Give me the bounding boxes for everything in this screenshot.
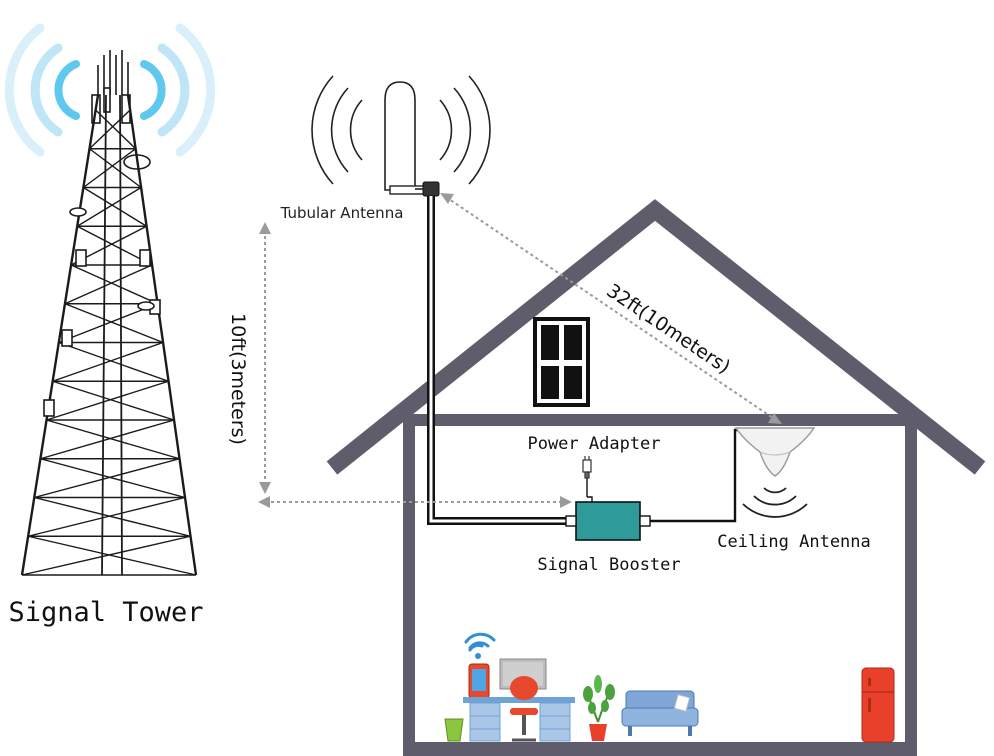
tower-brace	[64, 303, 164, 344]
tower-brace	[52, 341, 164, 382]
tower-brace	[40, 419, 175, 460]
signal-booster: Signal Booster	[537, 501, 681, 575]
ceiling-antenna-waves	[742, 487, 808, 518]
tower-brace	[70, 264, 158, 305]
outdoor-cable-inner	[429, 196, 568, 523]
dimension-arrowheads	[258, 193, 782, 508]
tower-brace	[58, 303, 158, 344]
fridge-icon	[861, 667, 895, 743]
signal-tower-icon	[20, 50, 198, 576]
tower-signal-waves-icon	[4, 23, 216, 157]
trash-bin-icon	[444, 718, 464, 742]
tower-brace	[46, 419, 180, 460]
tower-brace	[21, 535, 191, 576]
tower-brace	[27, 535, 197, 576]
tubular-antenna-label: Tubular Antenna	[280, 204, 404, 222]
antenna-wave-arcs	[311, 75, 491, 185]
ceiling-antenna: Ceiling Antenna	[717, 427, 871, 552]
tower-brace	[40, 458, 186, 499]
tower-brace	[34, 458, 180, 499]
tower-brace	[46, 380, 169, 421]
dimension-lines	[264, 196, 777, 503]
wifi-icon	[464, 632, 496, 659]
house-wall	[403, 414, 917, 756]
tower-brace	[34, 496, 191, 537]
phone-icon	[468, 663, 490, 699]
power-adapter: Power Adapter	[527, 434, 661, 479]
house	[326, 199, 986, 756]
plant-icon	[583, 675, 615, 741]
signal-tower-label: Signal Tower	[8, 597, 203, 628]
distance-dimension-label: 32ft(10meters)	[603, 280, 735, 379]
tower-brace	[52, 380, 175, 421]
power-adapter-icon	[582, 456, 592, 479]
height-dimension-label: 10ft(3meters)	[227, 313, 249, 445]
signal-booster-label: Signal Booster	[537, 555, 680, 575]
tubular-antenna: Tubular Antenna	[280, 75, 491, 222]
tower-brace	[64, 264, 153, 305]
tower-brace	[89, 148, 142, 189]
tower-brace	[82, 148, 137, 189]
tower-brace	[95, 109, 137, 150]
house-roof	[326, 199, 986, 475]
furniture	[444, 632, 895, 743]
tower-brace	[82, 186, 147, 227]
signal-tower: Signal Tower	[4, 23, 216, 628]
tower-brace	[89, 109, 131, 150]
ceiling-antenna-label: Ceiling Antenna	[717, 532, 871, 552]
chair-icon	[510, 676, 538, 742]
tower-brace	[76, 186, 142, 227]
ceiling-antenna-icon	[734, 427, 816, 477]
power-adapter-label: Power Adapter	[527, 434, 660, 454]
tower-brace	[58, 341, 169, 382]
tubular-antenna-icon	[384, 81, 440, 197]
distance-dimension-line	[445, 196, 777, 421]
tower-brace	[27, 496, 186, 537]
desk-icon	[463, 697, 575, 742]
sofa-icon	[621, 690, 699, 736]
window-icon	[533, 317, 590, 407]
signal-booster-icon	[565, 501, 651, 541]
